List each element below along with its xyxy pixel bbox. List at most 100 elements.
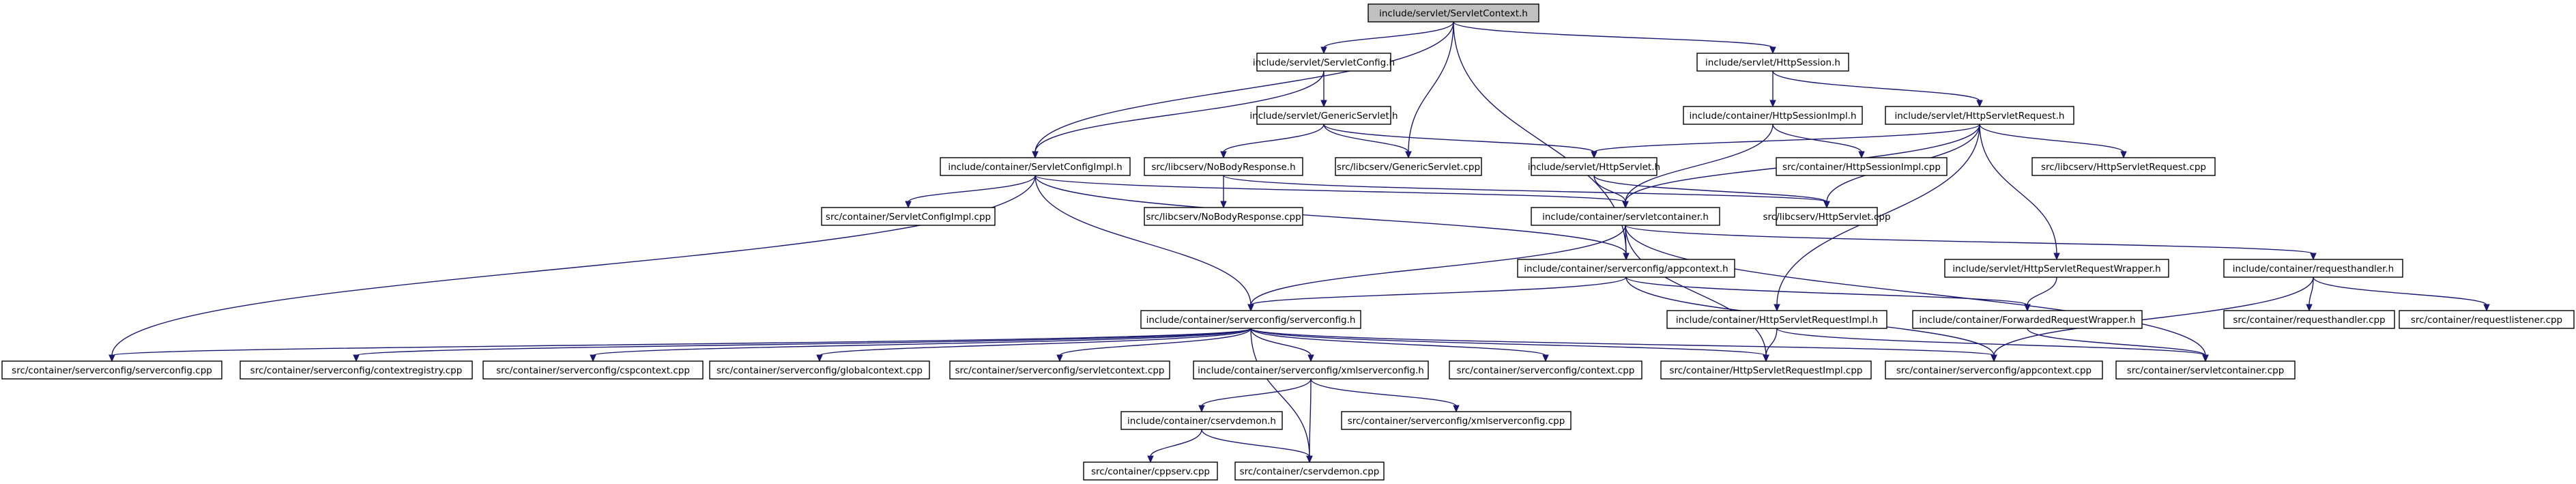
edge-httpsession_h-to-httpservletrequest_h — [1772, 70, 1983, 108]
edge-line — [1150, 429, 1202, 457]
graph-node-httpsession-h[interactable]: include/servlet/HttpSession.h — [1696, 53, 1849, 72]
graph-node-csvdemon-h[interactable]: include/container/cservdemon.h — [1120, 411, 1283, 430]
node-box — [1193, 360, 1429, 380]
graph-node-serverconfig-cpp[interactable]: src/container/serverconfig/serverconfig.… — [1, 360, 222, 380]
graph-node-requestlistener-cpp[interactable]: src/container/requestlistener.cpp — [2399, 310, 2575, 329]
graph-node-serverconfig-h[interactable]: include/container/serverconfig/servercon… — [1140, 310, 1361, 329]
edge-line — [1034, 21, 1454, 153]
graph-node-nobodyresponse-h[interactable]: src/libcserv/NoBodyResponse.h — [1144, 157, 1303, 176]
graph-node-csvdemon-cpp[interactable]: src/container/cservdemon.cpp — [1234, 461, 1385, 481]
graph-node-servletcontainer-cpp[interactable]: src/container/servletcontainer.cpp — [2115, 360, 2296, 380]
arrowhead-icon — [2310, 253, 2317, 261]
graph-node-appcontext-cpp[interactable]: src/container/serverconfig/appcontext.cp… — [1885, 360, 2103, 380]
graph-node-servletcontainer-h[interactable]: include/container/servletcontainer.h — [1531, 207, 1720, 226]
graph-node-globalcontext-cpp[interactable]: src/container/serverconfig/globalcontext… — [709, 360, 930, 380]
graph-node-requestimpl-h[interactable]: include/container/HttpServletRequestImpl… — [1666, 310, 1887, 329]
arrowhead-icon — [1032, 151, 1039, 159]
edge-servletcontext_h-to-httpsession_h — [1453, 21, 1776, 55]
node-box — [1144, 157, 1303, 176]
node-label: include/servlet/HttpServlet.h — [1528, 162, 1660, 173]
graph-node-appcontext-h[interactable]: include/container/serverconfig/appcontex… — [1517, 259, 1735, 278]
edge-line — [1201, 429, 1310, 457]
node-label: include/servlet/ServletContext.h — [1379, 8, 1528, 19]
graph-node-contextregistry-cpp[interactable]: src/container/serverconfig/contextregist… — [240, 360, 473, 380]
node-box — [949, 360, 1170, 380]
node-box — [1531, 207, 1720, 226]
graph-node-servletcontext-h[interactable]: include/servlet/ServletContext.h — [1367, 3, 1539, 23]
edge-line — [1250, 328, 1310, 457]
graph-node-httpservletrequest-cpp[interactable]: src/libcserv/HttpServletRequest.cpp — [2031, 157, 2216, 176]
edge-line — [1250, 328, 1995, 356]
edge-line — [1979, 124, 2057, 255]
edge-line — [2027, 276, 2057, 306]
graph-node-httpservlet-h[interactable]: include/servlet/HttpServlet.h — [1528, 157, 1660, 176]
node-box — [1144, 207, 1303, 226]
edge-line — [819, 328, 1251, 356]
edge-line — [1772, 124, 1862, 153]
graph-node-httpservlet-cpp[interactable]: src/libcserv/HttpServlet.cpp — [1763, 207, 1891, 226]
edge-line — [1625, 124, 1774, 203]
edge-servletcontext_h-to-servletconfigimpl_h — [1032, 21, 1454, 159]
graph-node-genericservlet-h[interactable]: include/servlet/GenericServlet.h — [1249, 106, 1398, 125]
graph-node-servletconfigimpl-h[interactable]: include/container/ServletConfigImpl.h — [940, 157, 1131, 176]
graph-node-httpservletrequest-h[interactable]: include/servlet/HttpServletRequest.h — [1885, 106, 2074, 125]
arrowhead-icon — [1306, 455, 1313, 464]
arrowhead-icon — [1198, 405, 1205, 413]
edge-httpservlet_h-to-httpservlet_cpp — [1593, 175, 1830, 209]
arrowhead-icon — [905, 201, 912, 209]
graph-node-httpsessionimpl-cpp[interactable]: src/container/HttpSessionImpl.cpp — [1776, 157, 1948, 176]
edge-genericservlet_h-to-genericservlet_cpp — [1323, 124, 1412, 159]
graph-node-context-cpp[interactable]: src/container/serverconfig/context.cpp — [1449, 360, 1642, 380]
graph-node-servletconfigimpl-cpp[interactable]: src/container/ServletConfigImpl.cpp — [821, 207, 996, 226]
edge-requestwrapper_h-to-forwardedwrapper_h — [2024, 276, 2057, 312]
graph-node-nobodyresponse-cpp[interactable]: src/libcserv/NoBodyResponse.cpp — [1144, 207, 1303, 226]
node-box — [709, 360, 930, 380]
arrowhead-icon — [1307, 354, 1314, 362]
node-box — [1944, 259, 2169, 278]
graph-node-genericservlet-cpp[interactable]: src/libcserv/GenericServlet.cpp — [1335, 157, 1482, 176]
node-box — [1696, 53, 1849, 72]
arrowhead-icon — [1591, 151, 1597, 159]
edge-serverconfig_h-to-appcontext_cpp — [1250, 328, 1997, 362]
graph-node-httpsessionimpl-h[interactable]: include/container/HttpSessionImpl.h — [1683, 106, 1863, 125]
edge-appcontext_h-to-serverconfig_h — [1247, 276, 1627, 312]
node-box — [1449, 360, 1642, 380]
edge-line — [111, 328, 1251, 356]
graph-node-servletcontext-cpp[interactable]: src/container/serverconfig/servletcontex… — [949, 360, 1170, 380]
edge-line — [111, 175, 1036, 356]
graph-node-xmlserverconfig-h[interactable]: include/container/serverconfig/xmlserver… — [1193, 360, 1429, 380]
node-box — [1912, 310, 2143, 329]
edge-serverconfig_h-to-csvdemon_cpp — [1250, 328, 1313, 464]
graph-node-requestwrapper-h[interactable]: include/servlet/HttpServletRequestWrappe… — [1944, 259, 2169, 278]
graph-node-requesthandler-h[interactable]: include/container/requesthandler.h — [2223, 259, 2403, 278]
graph-node-servletconfig-h[interactable]: include/servlet/ServletConfig.h — [1253, 53, 1395, 72]
graph-node-requesthandler-cpp[interactable]: src/container/requesthandler.cpp — [2223, 310, 2395, 329]
node-label: src/libcserv/HttpServlet.cpp — [1763, 212, 1890, 223]
edge-line — [2313, 276, 2487, 306]
node-box — [2115, 360, 2296, 380]
graph-node-xmlserverconfig-cpp[interactable]: src/container/serverconfig/xmlserverconf… — [1341, 411, 1572, 430]
node-label: src/container/serverconfig/serverconfig.… — [12, 365, 212, 376]
node-box — [1367, 3, 1539, 23]
edge-requesthandler_h-to-requestlistener_cpp — [2313, 276, 2490, 312]
arrowhead-icon — [1823, 201, 1830, 209]
node-label: include/servlet/GenericServlet.h — [1249, 111, 1398, 122]
edge-genericservlet_h-to-httpservlet_h — [1323, 124, 1597, 159]
edge-line — [1034, 175, 1626, 203]
graph-node-cspcontext-cpp[interactable]: src/container/serverconfig/cspcontext.cp… — [482, 360, 704, 380]
edge-line — [1453, 21, 1774, 48]
node-label: src/container/serverconfig/context.cpp — [1457, 365, 1635, 376]
graph-node-forwardedwrapper-h[interactable]: include/container/ForwardedRequestWrappe… — [1912, 310, 2143, 329]
edge-serverconfig_h-to-xmlserverconfig_h — [1250, 328, 1314, 362]
edge-serverconfig_h-to-serverconfig_cpp — [108, 328, 1251, 362]
graph-node-cppserv-cpp[interactable]: src/container/cppserv.cpp — [1083, 461, 1218, 481]
edge-servletcontext_h-to-servletconfig_h — [1320, 21, 1454, 55]
edge-line — [1765, 328, 1778, 356]
edge-line — [1979, 124, 2124, 153]
edge-serverconfig_h-to-requestimpl_cpp — [1250, 328, 1769, 362]
node-box — [240, 360, 473, 380]
node-box — [2399, 310, 2575, 329]
graph-node-requestimpl-cpp[interactable]: src/container/HttpServletRequestImpl.cpp — [1660, 360, 1872, 380]
edge-serverconfig_h-to-servletcontext_cpp — [1056, 328, 1251, 362]
node-label: include/servlet/ServletConfig.h — [1253, 57, 1395, 68]
